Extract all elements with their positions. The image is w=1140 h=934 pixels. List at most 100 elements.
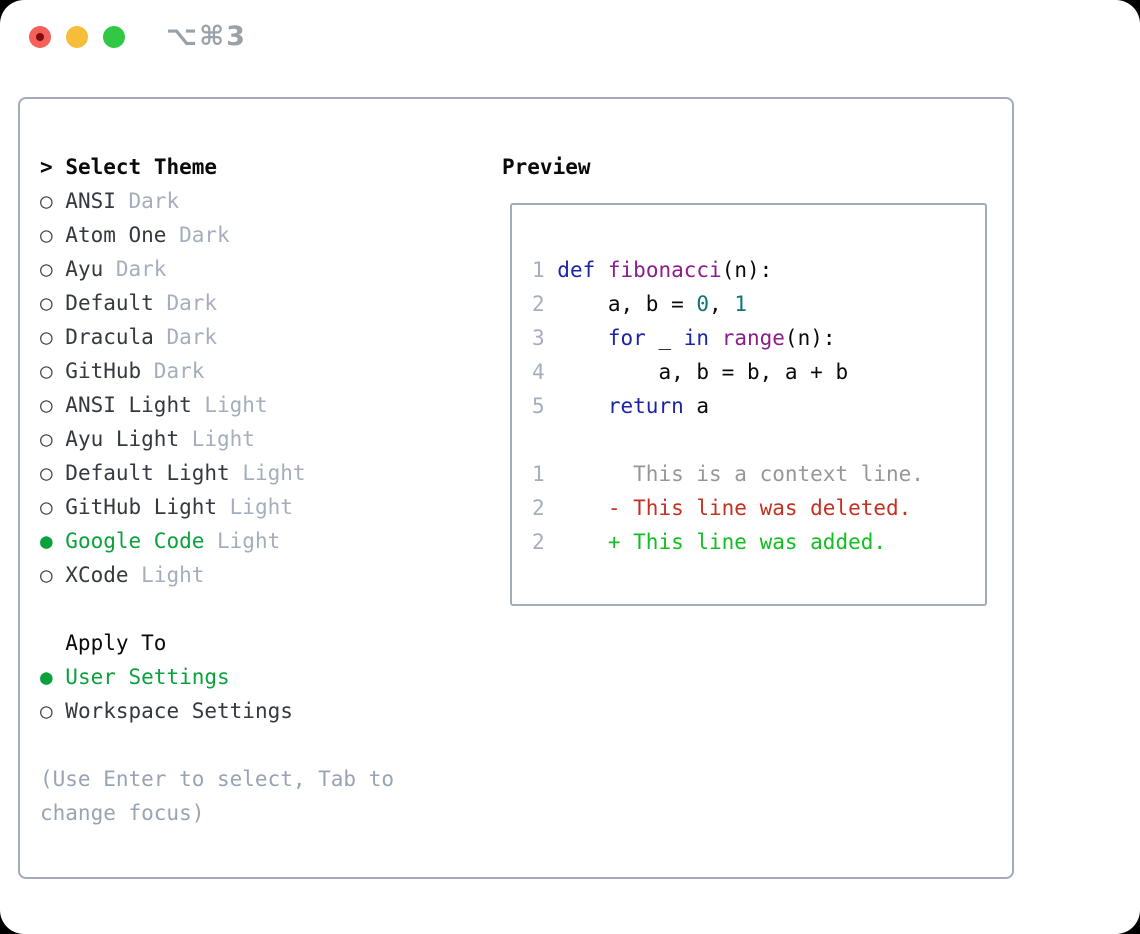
option-label: Ayu Light — [65, 427, 180, 451]
radio-selected-icon: ● — [40, 665, 66, 689]
radio-unselected-icon: ○ — [40, 359, 66, 383]
theme-option[interactable]: ● Google Code Light — [40, 524, 480, 558]
code-token: (n): — [721, 258, 773, 282]
help-text-line-2: change focus) — [40, 801, 205, 825]
code-line: 5 return a — [532, 389, 985, 423]
theme-option[interactable]: ○ XCode Light — [40, 558, 480, 592]
theme-option[interactable]: ○ Ayu Dark — [40, 252, 480, 286]
option-label: GitHub Light — [65, 495, 218, 519]
preview-header: Preview — [502, 155, 591, 179]
radio-unselected-icon: ○ — [40, 495, 66, 519]
option-variant: Dark — [141, 359, 205, 383]
code-token: a, b = b, a + b — [557, 360, 849, 384]
apply-to-option-list: ● User Settings○ Workspace Settings — [40, 660, 480, 728]
code-token: a, b = — [557, 292, 697, 316]
radio-unselected-icon: ○ — [40, 189, 66, 213]
code-token: 1 — [734, 292, 747, 316]
option-variant: Light — [179, 427, 255, 451]
code-line: 2 a, b = 0, 1 — [532, 287, 985, 321]
code-token: range — [721, 326, 785, 350]
theme-option[interactable]: ○ Default Dark — [40, 286, 480, 320]
option-label: Atom One — [65, 223, 167, 247]
theme-option[interactable]: ○ GitHub Dark — [40, 354, 480, 388]
option-label: Workspace Settings — [65, 699, 293, 723]
option-variant: Light — [204, 529, 281, 553]
theme-list-column: > Select Theme ○ ANSI Dark○ Atom One Dar… — [40, 150, 480, 830]
option-label: Ayu — [65, 257, 104, 281]
radio-unselected-icon: ○ — [40, 563, 66, 587]
option-variant: Dark — [153, 291, 218, 315]
close-button[interactable] — [29, 26, 51, 48]
code-token: for — [607, 326, 646, 350]
apply-to-header: Apply To — [65, 631, 167, 655]
option-variant: Light — [229, 461, 306, 485]
option-label: Default Light — [65, 461, 230, 485]
radio-unselected-icon: ○ — [40, 223, 66, 247]
radio-selected-icon: ● — [40, 529, 66, 553]
minimize-button[interactable] — [66, 26, 88, 48]
code-token — [595, 258, 608, 282]
code-line: 4 a, b = b, a + b — [532, 355, 985, 389]
apply-to-option[interactable]: ○ Workspace Settings — [40, 694, 480, 728]
zoom-button[interactable] — [103, 26, 125, 48]
code-token: This is a context line. — [557, 462, 924, 486]
focus-prompt-icon: > — [40, 155, 53, 179]
radio-unselected-icon: ○ — [40, 325, 66, 349]
spacer — [40, 592, 480, 626]
radio-unselected-icon: ○ — [40, 699, 66, 723]
code-token — [709, 326, 722, 350]
code-line: 2 - This line was deleted. — [532, 491, 985, 525]
radio-unselected-icon: ○ — [40, 257, 66, 281]
option-label: Google Code — [65, 529, 205, 553]
code-line: 3 for _ in range(n): — [532, 321, 985, 355]
select-theme-title: Select Theme — [65, 155, 218, 179]
code-token: def — [557, 258, 596, 282]
code-token: 0 — [696, 292, 710, 316]
theme-option[interactable]: ○ Ayu Light Light — [40, 422, 480, 456]
radio-unselected-icon: ○ — [40, 427, 66, 451]
code-token: + This line was added. — [557, 530, 887, 554]
code-token: (n): — [784, 326, 836, 350]
code-token: _ — [645, 326, 684, 350]
code-token: fibonacci — [607, 258, 722, 282]
code-line: 1 This is a context line. — [532, 457, 985, 491]
spacer — [40, 728, 480, 762]
theme-option[interactable]: ○ ANSI Dark — [40, 184, 480, 218]
line-number: 1 — [532, 462, 558, 486]
option-variant: Dark — [103, 257, 167, 281]
theme-option[interactable]: ○ Atom One Dark — [40, 218, 480, 252]
radio-unselected-icon: ○ — [40, 291, 66, 315]
theme-option[interactable]: ○ Dracula Dark — [40, 320, 480, 354]
option-label: ANSI — [65, 189, 116, 213]
option-label: XCode — [65, 563, 129, 587]
option-label: Dracula — [65, 325, 154, 349]
theme-option[interactable]: ○ GitHub Light Light — [40, 490, 480, 524]
select-theme-header: > Select Theme — [40, 150, 480, 184]
theme-option[interactable]: ○ ANSI Light Light — [40, 388, 480, 422]
line-number: 4 — [532, 360, 558, 384]
option-label: ANSI Light — [65, 393, 192, 417]
line-number: 2 — [532, 530, 558, 554]
help-text-line-1: (Use Enter to select, Tab to — [40, 767, 395, 791]
option-variant: Light — [191, 393, 268, 417]
window-title-shortcut: ⌥⌘3 — [166, 21, 247, 52]
code-line: 2 + This line was added. — [532, 525, 985, 559]
apply-to-option[interactable]: ● User Settings — [40, 660, 480, 694]
line-number: 3 — [532, 326, 558, 350]
unsaved-dot-icon — [36, 33, 44, 41]
option-variant: Dark — [166, 223, 230, 247]
code-line — [532, 423, 985, 457]
theme-option-list: ○ ANSI Dark○ Atom One Dark○ Ayu Dark○ De… — [40, 184, 480, 592]
line-number: 5 — [532, 394, 558, 418]
code-token — [557, 326, 608, 350]
theme-picker-panel: > Select Theme ○ ANSI Dark○ Atom One Dar… — [18, 97, 1014, 879]
option-variant: Light — [217, 495, 293, 519]
line-number: 2 — [532, 292, 558, 316]
code-token: - This line was deleted. — [557, 496, 912, 520]
theme-option[interactable]: ○ Default Light Light — [40, 456, 480, 490]
option-label: GitHub — [65, 359, 142, 383]
line-number: 1 — [532, 258, 558, 282]
